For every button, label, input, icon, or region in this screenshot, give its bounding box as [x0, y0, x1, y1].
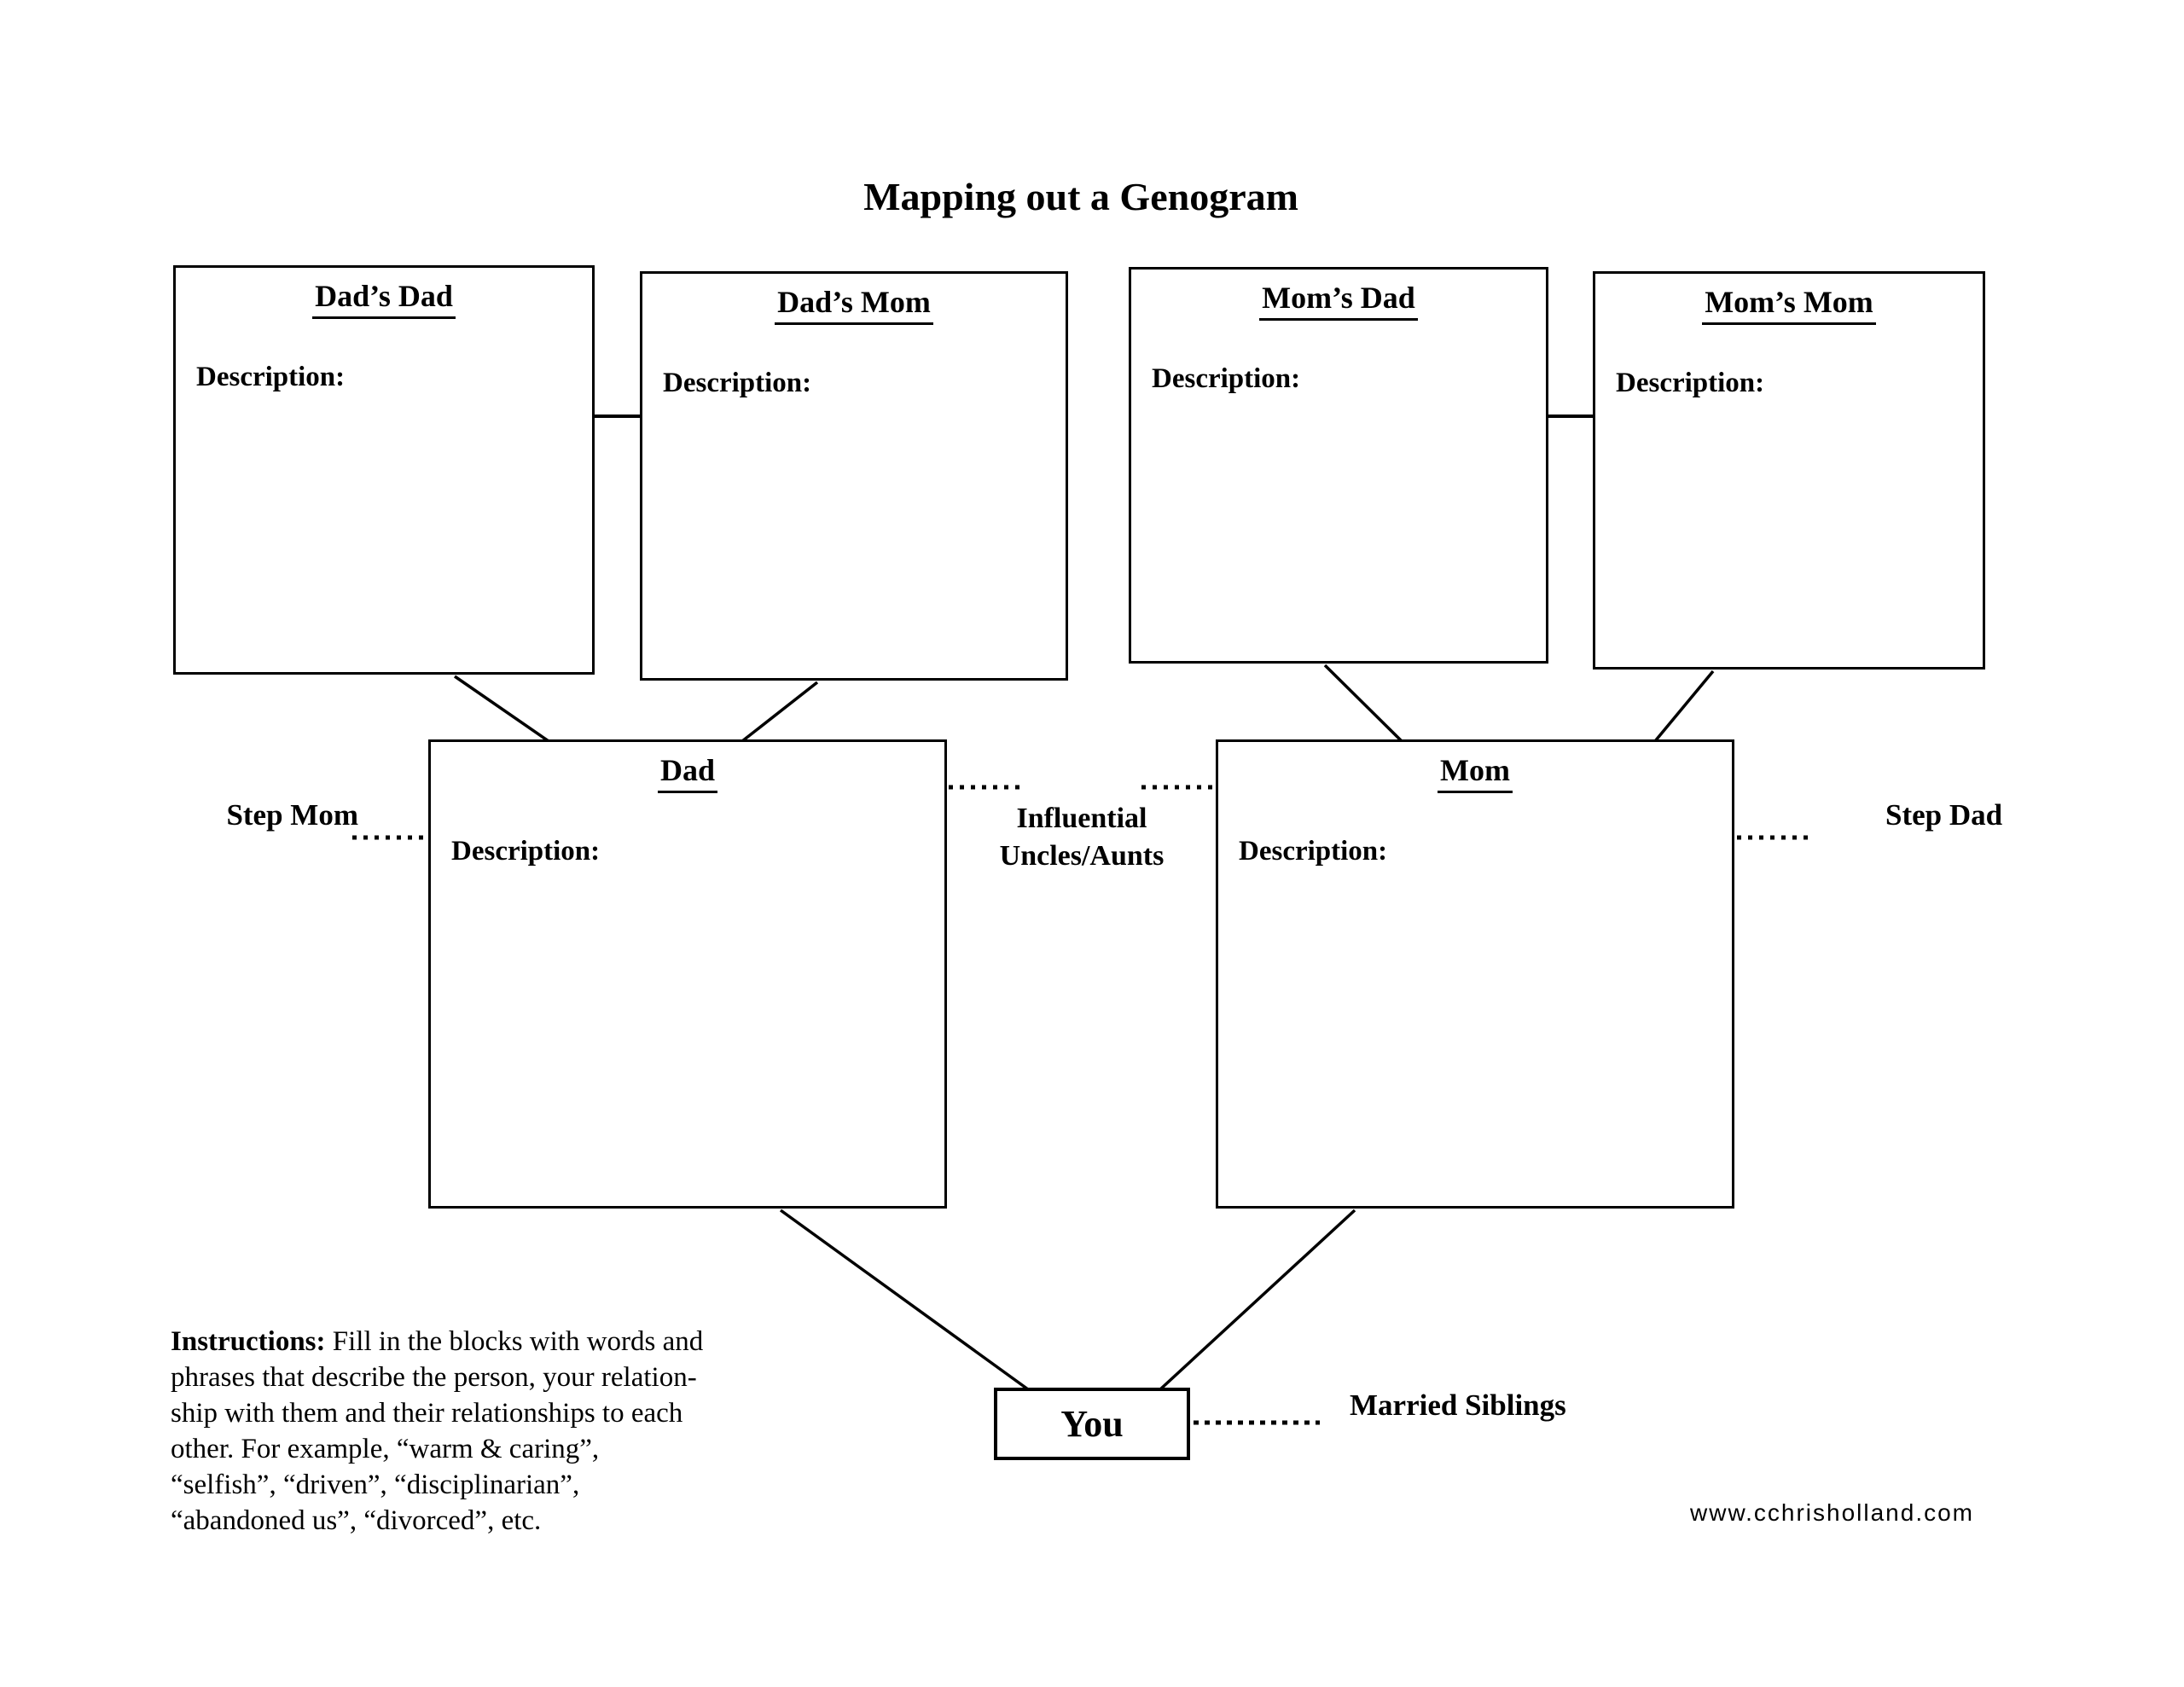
label-influential-line1: Influential	[1016, 803, 1147, 834]
box-moms-mom: Mom’s Mom Description:	[1593, 271, 1985, 670]
box-dads-mom: Dad’s Mom Description:	[640, 271, 1068, 681]
instructions-heading: Instructions:	[171, 1326, 326, 1357]
website-url: www.cchrisholland.com	[1690, 1499, 1974, 1526]
box-you-title-text: You	[1060, 1403, 1124, 1445]
box-moms-mom-title: Mom’s Mom	[1595, 285, 1983, 326]
label-influential-uncles-aunts: Influential Uncles/Aunts	[947, 800, 1217, 875]
diagonal-dads-dad-to-dad-line	[454, 675, 549, 743]
page-title: Mapping out a Genogram	[863, 175, 1298, 218]
instructions-line2: phrases that describe the person, your r…	[171, 1362, 697, 1393]
instructions: Instructions: Fill in the blocks with wo…	[171, 1324, 768, 1539]
diagonal-moms-mom-to-mom-line	[1653, 670, 1715, 743]
diagonal-dad-to-you-line	[779, 1209, 1030, 1391]
box-moms-dad-description-label: Description:	[1152, 363, 1301, 395]
box-mom-title: Mom	[1218, 753, 1732, 794]
box-dad-description-label: Description:	[451, 836, 601, 867]
label-step-dad: Step Dad	[1885, 798, 2003, 832]
instructions-line1: Instructions: Fill in the blocks with wo…	[171, 1324, 768, 1359]
box-dads-mom-title-text: Dad’s Mom	[775, 285, 933, 326]
box-mom-title-text: Mom	[1438, 753, 1513, 794]
box-dad: Dad Description:	[428, 739, 947, 1209]
label-married-siblings: Married Siblings	[1350, 1388, 1566, 1422]
box-moms-dad-title: Mom’s Dad	[1131, 281, 1546, 322]
box-dads-mom-description-label: Description:	[663, 368, 812, 399]
box-moms-dad-title-text: Mom’s Dad	[1259, 281, 1418, 322]
box-dad-title: Dad	[431, 753, 944, 794]
instructions-line5: “selfish”, “driven”, “disciplinarian”,	[171, 1470, 580, 1500]
box-dads-dad: Dad’s Dad Description:	[173, 265, 595, 675]
instructions-line1-rest: Fill in the blocks with words and	[325, 1326, 704, 1357]
instructions-line3: ship with them and their relationships t…	[171, 1398, 683, 1429]
box-moms-dad: Mom’s Dad Description:	[1129, 267, 1548, 664]
box-dads-mom-title: Dad’s Mom	[642, 285, 1066, 326]
instructions-line6: “abandoned us”, “divorced”, etc.	[171, 1505, 542, 1536]
box-mom-description-label: Description:	[1239, 836, 1388, 867]
box-mom: Mom Description:	[1216, 739, 1734, 1209]
label-influential-line2: Uncles/Aunts	[999, 840, 1165, 872]
box-dads-dad-title: Dad’s Dad	[176, 279, 592, 320]
diagonal-moms-dad-to-mom-line	[1323, 664, 1403, 743]
diagonal-mom-to-you-line	[1159, 1209, 1356, 1391]
box-you: You	[994, 1388, 1190, 1460]
box-dads-dad-description-label: Description:	[196, 362, 346, 393]
diagonal-dads-mom-to-dad-line	[741, 681, 819, 743]
instructions-line4: other. For example, “warm & caring”,	[171, 1434, 600, 1464]
box-moms-mom-description-label: Description:	[1616, 368, 1765, 399]
box-moms-mom-title-text: Mom’s Mom	[1702, 285, 1876, 326]
label-step-mom: Step Mom	[226, 798, 358, 832]
box-dad-title-text: Dad	[657, 753, 718, 794]
box-dads-dad-title-text: Dad’s Dad	[312, 279, 456, 320]
